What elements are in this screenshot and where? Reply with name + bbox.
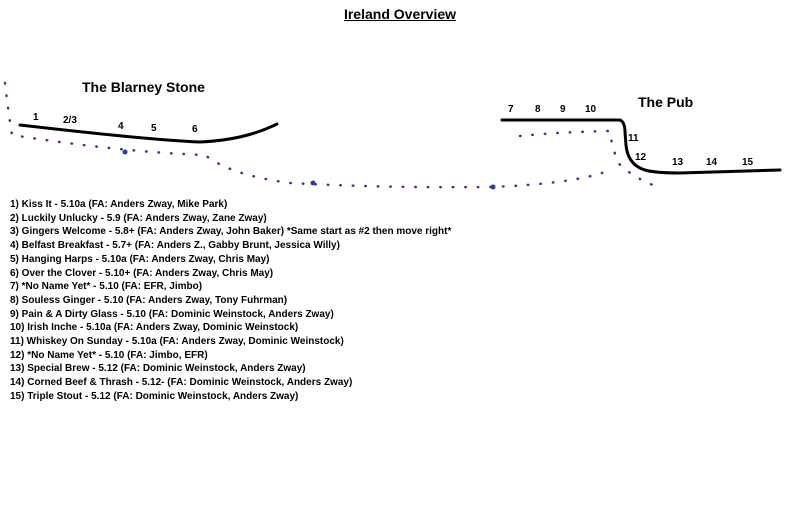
- page-title: Ireland Overview: [343, 6, 457, 22]
- route-number: 9: [560, 104, 566, 115]
- route-list-item: 13) Special Brew - 5.12 (FA: Dominic Wei…: [10, 363, 306, 375]
- route-list-item: 14) Corned Beef & Thrash - 5.12- (FA: Do…: [10, 377, 353, 389]
- route-list-item: 11) Whiskey On Sunday - 5.10a (FA: Ander…: [10, 336, 344, 348]
- route-number: 2/3: [63, 115, 77, 126]
- route-number: 1: [33, 112, 39, 123]
- route-list: 1) Kiss It - 5.10a (FA: Anders Zway, Mik…: [10, 198, 451, 404]
- pub-wall-line: [500, 118, 782, 175]
- route-number: 6: [192, 124, 198, 135]
- route-number: 15: [742, 157, 754, 168]
- route-list-item: 5) Hanging Harps - 5.10a (FA: Anders Zwa…: [10, 253, 270, 265]
- route-number: 14: [706, 157, 718, 168]
- route-list-item: 12) *No Name Yet* - 5.10 (FA: Jimbo, EFR…: [10, 349, 208, 361]
- route-list-item: 2) Luckily Unlucky - 5.9 (FA: Anders Zwa…: [10, 212, 267, 224]
- trail-marker-dot: [122, 149, 128, 155]
- route-list-item: 8) Souless Ginger - 5.10 (FA: Anders Zwa…: [10, 294, 288, 306]
- route-list-item: 1) Kiss It - 5.10a (FA: Anders Zway, Mik…: [10, 199, 228, 210]
- route-list-item: 9) Pain & A Dirty Glass - 5.10 (FA: Domi…: [10, 308, 334, 320]
- trail-marker-dot: [490, 184, 496, 190]
- route-number: 10: [585, 104, 597, 115]
- route-list-item: 15) Triple Stout - 5.12 (FA: Dominic Wei…: [10, 390, 299, 402]
- area-label-the-pub: The Pub: [638, 94, 694, 110]
- trail-marker-dot: [310, 180, 316, 186]
- route-number: 7: [508, 104, 514, 115]
- route-number: 12: [635, 152, 647, 163]
- route-list-item: 7) *No Name Yet* - 5.10 (FA: EFR, Jimbo): [10, 281, 203, 293]
- route-number: 13: [672, 157, 684, 168]
- route-list-item: 3) Gingers Welcome - 5.8+ (FA: Anders Zw…: [10, 226, 452, 238]
- blarney-stone-wall-line: [18, 122, 279, 144]
- area-label-blarney-stone: The Blarney Stone: [82, 79, 205, 95]
- approach-trail-right: [518, 129, 664, 190]
- route-number: 5: [151, 123, 157, 134]
- route-number: 4: [118, 121, 124, 132]
- route-number: 11: [628, 133, 639, 144]
- approach-trail-left: [3, 81, 607, 189]
- route-number: 8: [535, 104, 541, 115]
- route-list-item: 6) Over the Clover - 5.10+ (FA: Anders Z…: [10, 267, 274, 279]
- route-list-item: 10) Irish Inche - 5.10a (FA: Anders Zway…: [10, 322, 299, 334]
- route-list-item: 4) Belfast Breakfast - 5.7+ (FA: Anders …: [10, 240, 340, 252]
